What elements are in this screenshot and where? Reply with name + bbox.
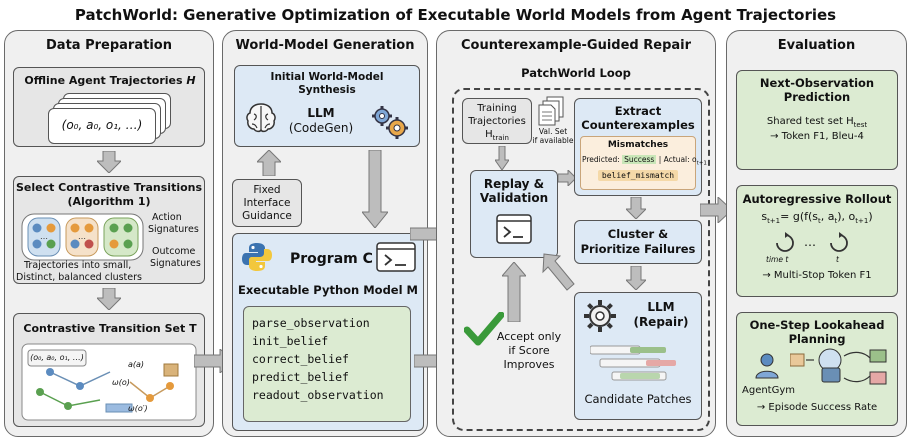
autoregressive-title: Autoregressive Rollout — [742, 192, 892, 206]
next-observation-box — [736, 70, 898, 170]
function-readout-observation: readout_observation — [252, 388, 384, 402]
cluster-illustration: … … — [21, 213, 144, 261]
svg-text:…: … — [78, 232, 86, 241]
val-set-label: Val. Set if available — [532, 127, 574, 145]
candidate-patches-illustration — [590, 345, 676, 381]
document-icon — [538, 96, 564, 126]
multi-step-metric: → Multi-Stop Token F1 — [762, 270, 872, 281]
checkmark-icon — [464, 312, 504, 346]
gear-icon — [372, 106, 408, 139]
trajectory-sequence: (o₀, a₀, o₁, …) — [61, 118, 143, 132]
panel-title-repair: Counterexample-Guided Repair — [460, 38, 692, 53]
accept-label: Accept only if Score Improves — [496, 330, 562, 371]
mismatches-title: Mismatches — [607, 140, 669, 150]
arrow-extract-to-cluster — [626, 197, 646, 219]
program-subtitle: Executable Python Model M — [238, 283, 418, 297]
svg-text:…: … — [40, 232, 48, 241]
python-logo-icon — [242, 243, 272, 271]
function-parse-observation: parse_observation — [252, 316, 370, 330]
select-contrastive-title: Select Contrastive Transitions (Algorith… — [15, 181, 203, 208]
terminal-icon — [376, 242, 416, 272]
offline-trajectories-label: Offline Agent Trajectories H — [24, 74, 196, 87]
agentgym-label: AgentGym — [742, 385, 796, 396]
arrow-up-fixed — [257, 150, 281, 176]
agent-avatar-icon — [755, 353, 779, 379]
arrow-to-evaluation — [700, 197, 732, 223]
lookahead-box — [736, 312, 898, 426]
outcome-signatures-label: Outcome Signatures — [150, 246, 201, 269]
rollout-dots: … — [804, 235, 816, 249]
arrow-cluster-to-llm — [626, 266, 646, 290]
cluster-prioritize-box: Cluster & Prioritize Failures — [574, 220, 702, 264]
contrastive-graph — [21, 343, 197, 421]
brain-icon — [246, 103, 276, 133]
next-observation-title: Next-Observation Prediction — [759, 76, 875, 104]
function-predict-belief: predict_belief — [252, 370, 349, 384]
function-list-box: parse_observation init_belief correct_be… — [243, 306, 411, 422]
extract-title: Extract Counterexamples — [581, 104, 695, 132]
rollout-loop-icon-2 — [830, 232, 848, 252]
arrow-llm-to-replay — [542, 253, 575, 291]
panel-title-data-preparation: Data Preparation — [46, 38, 172, 53]
planning-illustration — [790, 348, 887, 385]
rollout-equation: st+1= g(f(st, at), ot+1) — [761, 210, 873, 226]
arrow-down-1 — [97, 151, 121, 173]
contrastive-set-label: Contrastive Transition Set T — [23, 322, 197, 335]
gear-icon-repair — [584, 300, 616, 332]
panel-title-world-model: World-Model Generation — [235, 38, 415, 53]
episode-success-metric: → Episode Success Rate — [756, 402, 878, 413]
action-signatures-label: Action Signatures — [148, 212, 199, 235]
time-t-label: time t — [766, 255, 789, 264]
loop-title: PatchWorld Loop — [521, 66, 631, 80]
autoregressive-box — [736, 185, 898, 297]
contrastive-sequence: (o₀, a₀, o₁, …) — [30, 353, 84, 362]
belief-mismatch-tag: belief_mismatch — [598, 170, 678, 181]
arrow-down-initial — [362, 150, 388, 228]
token-f1-metric: → Token F1, Bleu-4 — [770, 131, 864, 142]
program-title: Program C — [290, 251, 373, 267]
arrow-down-2 — [97, 288, 121, 310]
arrow-replay-to-extract — [558, 170, 576, 186]
training-trajectories-box: Training Trajectories Htrain — [462, 98, 532, 144]
action-label: a(a) — [128, 360, 145, 369]
t-label: t — [836, 255, 839, 264]
function-correct-belief: correct_belief — [252, 352, 349, 366]
mismatch-predicted-row: Predicted: Success | Actual: ot+1 — [582, 155, 707, 167]
panel-title-evaluation: Evaluation — [777, 38, 856, 53]
llm-repair-label: LLM (Repair) — [633, 300, 689, 329]
lookahead-title: One-Step Lookahead Planning — [749, 318, 885, 346]
terminal-icon-replay — [496, 214, 532, 244]
llm-codegen-label: LLM (CodeGen) — [288, 106, 354, 135]
arrow-accept-to-replay — [502, 262, 526, 322]
patchworld-loop-region — [452, 88, 710, 431]
outcome-label: ω(o) — [112, 378, 130, 387]
diagram-title: PatchWorld: Generative Optimization of E… — [74, 6, 837, 24]
outcome-prime-label: ω(o′) — [128, 404, 148, 413]
initial-synthesis-title: Initial World-Model Synthesis — [270, 71, 384, 96]
fixed-interface-box: Fixed Interface Guidance — [232, 179, 302, 227]
arrow-training-to-replay — [495, 146, 509, 170]
clusters-caption: Trajectories into small, Distinct, balan… — [16, 260, 142, 283]
replay-validation-title: Replay & Validation — [479, 177, 549, 205]
rollout-loop-icon-1 — [776, 232, 794, 252]
shared-test-set: Shared test set Htest — [766, 116, 868, 129]
trajectory-card-front — [48, 108, 156, 144]
function-init-belief: init_belief — [252, 334, 329, 348]
candidate-patches-label: Candidate Patches — [584, 392, 692, 406]
